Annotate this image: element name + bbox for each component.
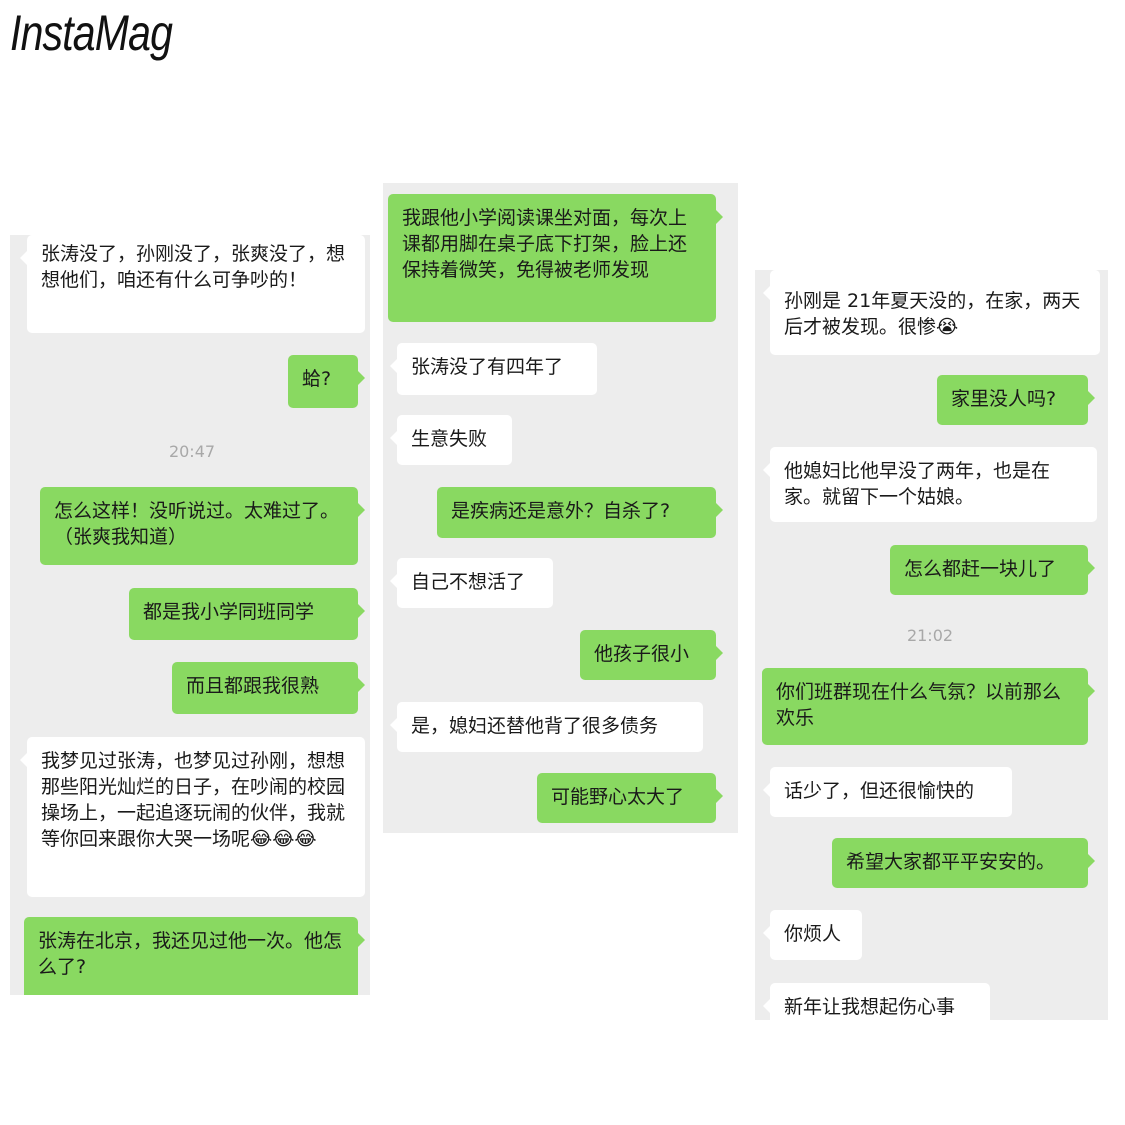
sent-message: 而且都跟我很熟: [172, 662, 365, 714]
sent-message: 希望大家都平平安安的。: [832, 838, 1095, 888]
received-message: 生意失败: [390, 415, 512, 465]
sent-message: 可能野心太大了: [537, 773, 723, 823]
sent-message: 都是我小学同班同学: [129, 588, 365, 640]
received-message: 张涛没了有四年了: [390, 343, 597, 395]
timestamp: 21:02: [906, 626, 954, 645]
app-logo: InstaMag: [10, 5, 173, 61]
received-message: 张涛没了，孙刚没了，张爽没了，想想他们，咱还有什么可争吵的！: [20, 235, 365, 333]
received-message: 孙刚是 21年夏天没的，在家，两天后才被发现。很惨😭: [763, 270, 1100, 355]
sent-message: 我跟他小学阅读课坐对面，每次上课都用脚在桌子底下打架，脸上还保持着微笑，免得被老…: [388, 194, 723, 322]
received-message: 我梦见过张涛，也梦见过孙刚，想想那些阳光灿烂的日子，在吵闹的校园操场上，一起追逐…: [20, 737, 365, 897]
sent-message: 你们班群现在什么气氛？以前那么欢乐: [762, 668, 1095, 745]
sent-message: 怎么都赶一块儿了: [890, 545, 1095, 595]
received-message: 你烦人: [763, 910, 862, 960]
sent-message: 蛤?: [288, 355, 365, 408]
received-message: 话少了，但还很愉快的: [763, 767, 1012, 817]
chat-screenshot-2: 我跟他小学阅读课坐对面，每次上课都用脚在桌子底下打架，脸上还保持着微笑，免得被老…: [383, 183, 738, 833]
received-message: 自己不想活了: [390, 558, 553, 608]
sent-message: 怎么这样！没听说过。太难过了。（张爽我知道）: [40, 487, 365, 565]
received-message: 新年让我想起伤心事: [763, 983, 990, 1020]
chat-screenshot-3: 孙刚是 21年夏天没的，在家，两天后才被发现。很惨😭 家里没人吗? 他媳妇比他早…: [755, 270, 1108, 1020]
chat-screenshot-1: 张涛没了，孙刚没了，张爽没了，想想他们，咱还有什么可争吵的！ 蛤? 20:47 …: [10, 235, 370, 995]
sent-message: 家里没人吗?: [937, 375, 1095, 425]
sent-message: 是疾病还是意外？自杀了?: [437, 487, 723, 538]
timestamp: 20:47: [168, 442, 216, 461]
received-message: 他媳妇比他早没了两年，也是在家。就留下一个姑娘。: [763, 447, 1097, 522]
received-message: 是，媳妇还替他背了很多债务: [390, 702, 703, 752]
sent-message: 他孩子很小: [580, 630, 723, 680]
sent-message: 张涛在北京，我还见过他一次。他怎么了?: [24, 917, 365, 995]
